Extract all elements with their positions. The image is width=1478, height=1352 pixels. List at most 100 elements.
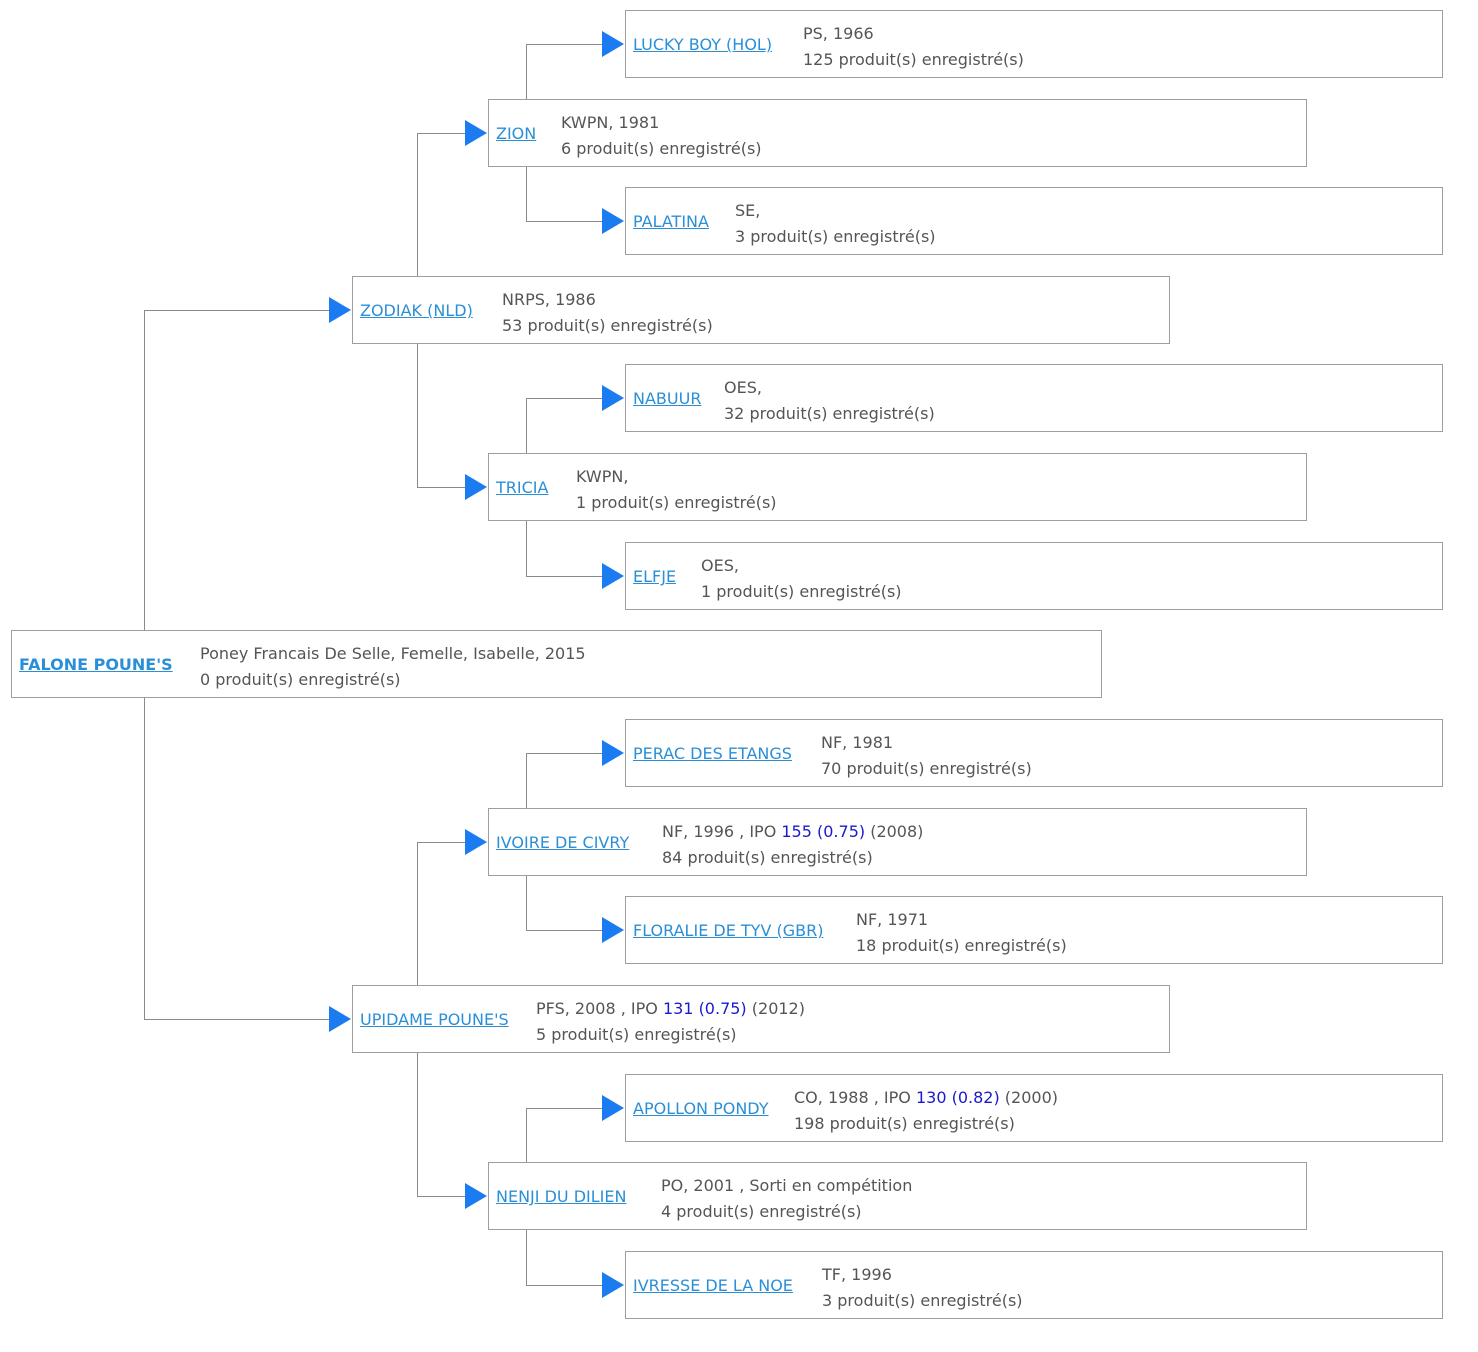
horse-name-link[interactable]: APOLLON PONDY [633,1099,769,1118]
horse-name-link[interactable]: UPIDAME POUNE'S [360,1010,509,1029]
horse-meta-text: CO, 1988 , IPO [794,1088,911,1107]
horse-meta-text: OES, [724,378,762,397]
horse-info: SE,3 produit(s) enregistré(s) [735,198,936,250]
horse-meta: Poney Francais De Selle, Femelle, Isabel… [200,641,586,667]
offspring-count: 5 produit(s) enregistré(s) [536,1025,737,1044]
horse-name-link[interactable]: PERAC DES ETANGS [633,744,792,763]
pedigree-node-sire-sire-dam: PALATINA SE,3 produit(s) enregistré(s) [625,187,1443,255]
arrow-right-icon [602,563,624,589]
horse-info: KWPN, 1 produit(s) enregistré(s) [576,464,777,516]
arrow-right-icon [602,208,624,234]
connector-horizontal [417,487,466,488]
horse-info: PO, 2001 , Sorti en compétition 4 produit… [661,1173,912,1225]
horse-name-link[interactable]: IVRESSE DE LA NOE [633,1276,793,1295]
arrow-right-icon [465,120,487,146]
horse-meta: PFS, 2008 , IPO 131 (0.75) (2012) [536,996,805,1022]
arrow-right-icon [465,829,487,855]
horse-meta: TF, 1996 [822,1262,1023,1288]
horse-meta: OES, [701,553,902,579]
ipo-year: (2008) [870,822,924,841]
connector-vertical [526,398,527,453]
connector-horizontal [526,44,603,45]
connector-vertical [144,698,145,1019]
horse-meta-text: NRPS, 1986 [502,290,596,309]
ipo-value: 130 (0.82) [915,1088,1000,1107]
connector-vertical [526,876,527,930]
horse-meta-text: OES, [701,556,739,575]
horse-name-link[interactable]: FALONE POUNE'S [19,655,173,674]
horse-meta: NF, 1971 [856,907,1067,933]
horse-name-link[interactable]: ELFJE [633,567,677,586]
connector-horizontal [526,1108,603,1109]
horse-meta-text: NF, 1996 , IPO [662,822,777,841]
arrow-right-icon [602,1272,624,1298]
connector-vertical [417,133,418,276]
horse-name-link[interactable]: PALATINA [633,212,709,231]
horse-name-link[interactable]: ZODIAK (NLD) [360,301,473,320]
connector-vertical [417,1053,418,1196]
connector-vertical [417,842,418,985]
offspring-count: 6 produit(s) enregistré(s) [561,139,762,158]
connector-horizontal [417,1196,466,1197]
offspring-count: 0 produit(s) enregistré(s) [200,670,401,689]
horse-meta: PS, 1966 [803,21,1024,47]
connector-horizontal [526,1285,603,1286]
connector-vertical [417,344,418,487]
horse-name-link[interactable]: LUCKY BOY (HOL) [633,35,773,54]
arrow-right-icon [465,1183,487,1209]
connector-vertical [526,1230,527,1285]
connector-vertical [144,310,145,630]
arrow-right-icon [465,474,487,500]
offspring-count: 4 produit(s) enregistré(s) [661,1202,862,1221]
horse-info: TF, 1996 3 produit(s) enregistré(s) [822,1262,1023,1314]
offspring-count: 1 produit(s) enregistré(s) [701,582,902,601]
pedigree-node-dam-sire: IVOIRE DE CIVRY NF, 1996 , IPO 155 (0.75)… [488,808,1307,876]
connector-horizontal [417,133,466,134]
horse-meta-text: TF, 1996 [822,1265,892,1284]
horse-meta-text: PO, 2001 , Sorti en compétition [661,1176,913,1195]
horse-name-link[interactable]: NABUUR [633,389,702,408]
horse-meta: NF, 1996 , IPO 155 (0.75) (2008) [662,819,923,845]
horse-name-link[interactable]: NENJI DU DILIEN [496,1187,627,1206]
horse-meta: KWPN, [576,464,777,490]
connector-horizontal [417,842,466,843]
horse-name-link[interactable]: TRICIA [496,478,549,497]
horse-meta: NF, 1981 [821,730,1032,756]
horse-meta-text: PFS, 2008 , IPO [536,999,658,1018]
horse-meta: OES, [724,375,935,401]
ipo-value: 131 (0.75) [662,999,747,1018]
horse-meta: CO, 1988 , IPO 130 (0.82) (2000) [794,1085,1058,1111]
connector-horizontal [144,1019,330,1020]
arrow-right-icon [602,31,624,57]
connector-horizontal [526,398,603,399]
horse-info: PFS, 2008 , IPO 131 (0.75) (2012) 5 produ… [536,996,805,1048]
pedigree-node-dam-dam: NENJI DU DILIEN PO, 2001 , Sorti en compé… [488,1162,1307,1230]
ipo-year: (2000) [1004,1088,1058,1107]
pedigree-node-sire-dam: TRICIA KWPN, 1 produit(s) enregistré(s) [488,453,1307,521]
horse-meta: PO, 2001 , Sorti en compétition [661,1173,912,1199]
arrow-right-icon [329,297,351,323]
horse-name-link[interactable]: IVOIRE DE CIVRY [496,833,630,852]
arrow-right-icon [329,1006,351,1032]
horse-name-link[interactable]: ZION [496,124,537,143]
pedigree-node-subject: FALONE POUNE'S Poney Francais De Selle, F… [11,630,1102,698]
horse-meta: SE, [735,198,936,224]
ipo-value: 155 (0.75) [781,822,866,841]
offspring-count: 18 produit(s) enregistré(s) [856,936,1067,955]
connector-horizontal [526,930,603,931]
horse-name-link[interactable]: FLORALIE DE TYV (GBR) [633,921,824,940]
pedigree-node-dam: UPIDAME POUNE'S PFS, 2008 , IPO 131 (0.75… [352,985,1170,1053]
offspring-count: 125 produit(s) enregistré(s) [803,50,1024,69]
horse-meta-text: NF, 1971 [856,910,929,929]
offspring-count: 198 produit(s) enregistré(s) [794,1114,1015,1133]
offspring-count: 3 produit(s) enregistré(s) [822,1291,1023,1310]
horse-meta-text: NF, 1981 [821,733,894,752]
offspring-count: 1 produit(s) enregistré(s) [576,493,777,512]
horse-info: Poney Francais De Selle, Femelle, Isabel… [200,641,586,693]
horse-info: NF, 1996 , IPO 155 (0.75) (2008)84 produ… [662,819,923,871]
